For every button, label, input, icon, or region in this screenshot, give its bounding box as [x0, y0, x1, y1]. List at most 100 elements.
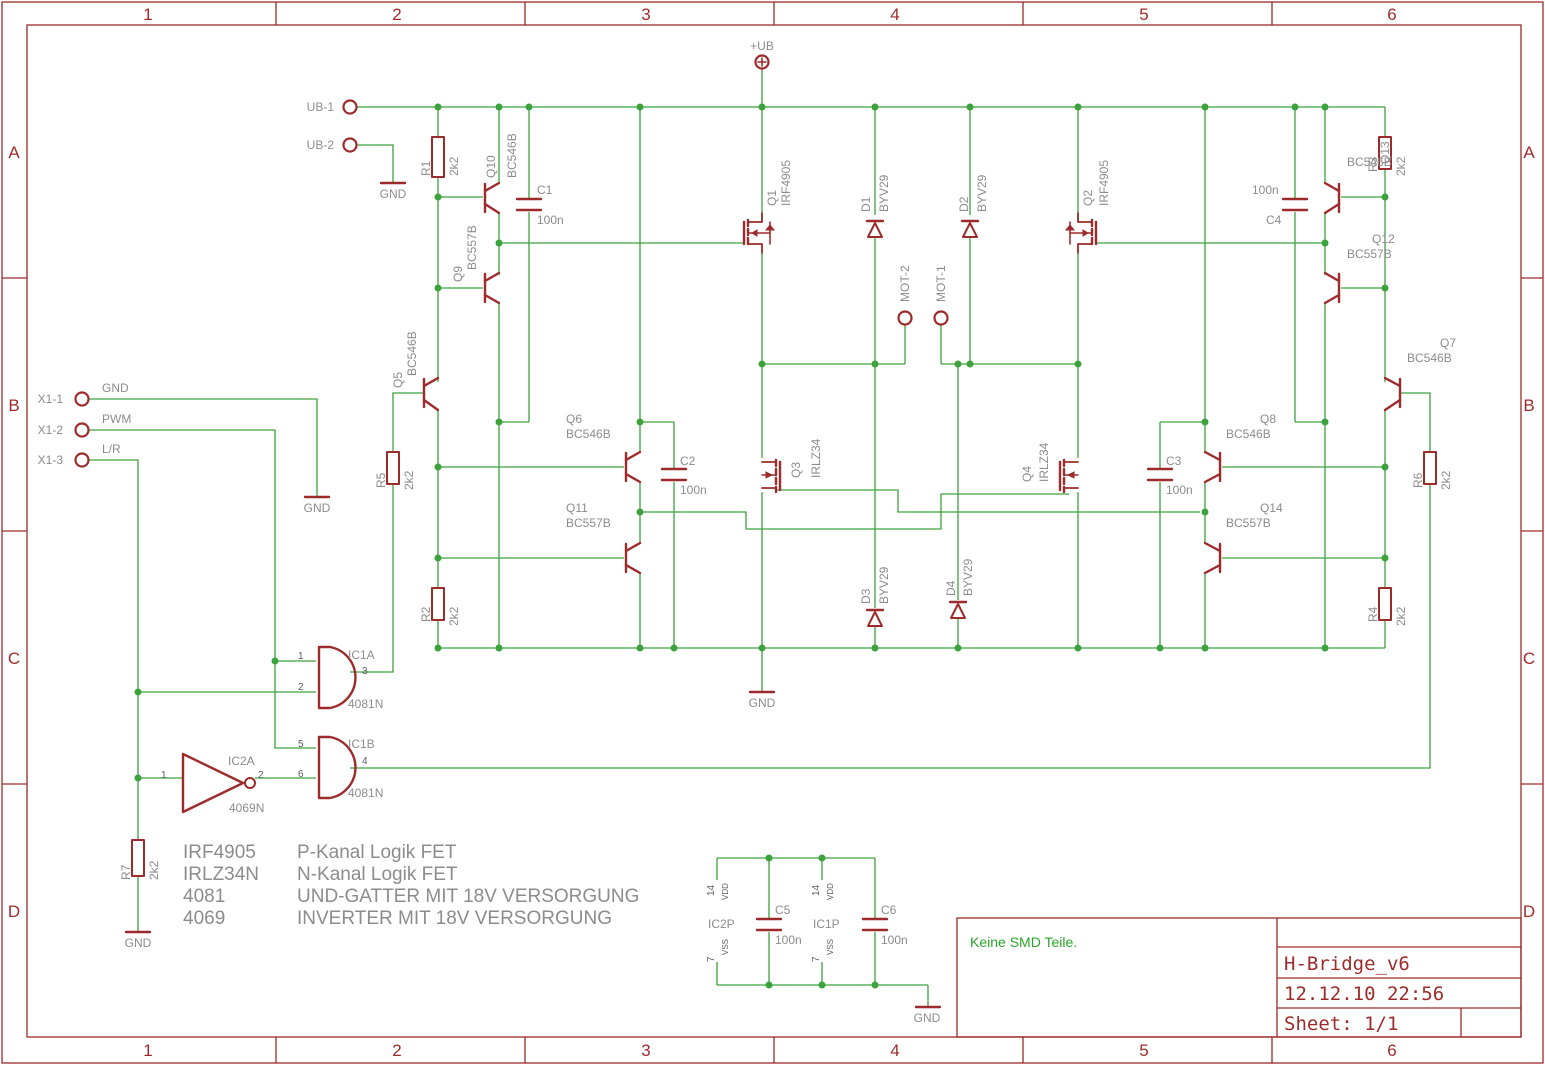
legend-desc: N-Kanal Logik FET [297, 864, 458, 885]
transistor-q11: Q11 BC557B [566, 501, 642, 575]
pin-number: 2 [298, 682, 304, 693]
x11-label: X1-1 [38, 392, 64, 406]
q1-label: Q1 [765, 190, 779, 206]
d2-label: D2 [957, 196, 971, 212]
q2-type: IRF4905 [1097, 160, 1111, 206]
q11-type: BC557B [566, 516, 611, 530]
legend-part: 4069 [183, 908, 225, 929]
q6-type: BC546B [566, 427, 611, 441]
vdd-label: VDD [826, 883, 835, 900]
row-label: C [8, 649, 20, 668]
title-name: H-Bridge_v6 [1284, 953, 1410, 975]
col-label: 4 [890, 1041, 899, 1060]
transistor-q13: Q13 BC546B [1323, 141, 1392, 215]
col-label: 5 [1139, 1041, 1148, 1060]
row-label: C [1523, 649, 1535, 668]
gnd-label: GND [380, 187, 407, 201]
power-ic2p: 14 VDD IC2P VSS 7 [706, 883, 735, 962]
connector-ub2: UB-2 [307, 137, 358, 153]
q9-type: BC557B [465, 225, 479, 270]
c6-value: 100n [881, 933, 908, 947]
q6-label: Q6 [566, 412, 582, 426]
legend-part: 4081 [183, 886, 225, 907]
inverter-ic2a: IC2A 4069N 1 2 [161, 752, 264, 815]
ic1b-type: 4081N [348, 786, 383, 800]
q14-label: Q14 [1260, 501, 1283, 515]
r5-value: 2k2 [402, 470, 416, 490]
col-label: 4 [890, 5, 899, 24]
mot1-label: MOT-1 [934, 265, 948, 302]
capacitor-c2: C2 100n [660, 454, 707, 497]
ic1p-label: IC1P [813, 917, 840, 931]
legend-desc: UND-GATTER MIT 18V VERSORGUNG [297, 886, 639, 907]
title-block: Keine SMD Teile. H-Bridge_v6 12.12.10 22… [956, 917, 1522, 1038]
pin-number: 14 [811, 884, 822, 896]
net-lr-label: L/R [102, 442, 121, 456]
capacitor-c1: C1 100n [515, 183, 564, 227]
vss-label: VSS [826, 939, 835, 955]
q4-label: Q4 [1020, 466, 1034, 482]
capacitor-c5: C5 100n [755, 903, 802, 947]
pin-number: 5 [298, 739, 304, 750]
r4-value: 2k2 [1394, 606, 1408, 626]
resistor-r1: R1 2k2 [419, 136, 461, 178]
pin-number: 1 [161, 770, 167, 781]
r7-label: R7 [119, 864, 133, 880]
connector-mot: MOT-2 MOT-1 [897, 265, 949, 326]
r7-value: 2k2 [147, 860, 161, 880]
junctions [134, 103, 1389, 989]
c5-label: C5 [775, 903, 791, 917]
q10-type: BC546B [505, 133, 519, 178]
transistor-q6: Q6 BC546B [566, 412, 642, 484]
gnd-label: GND [304, 501, 331, 515]
q5-label: Q5 [391, 372, 405, 388]
ub1-label: UB-1 [307, 100, 335, 114]
d4-label: D4 [944, 580, 958, 596]
q2-label: Q2 [1081, 190, 1095, 206]
col-label: 6 [1387, 5, 1396, 24]
row-label: D [1523, 902, 1535, 921]
c4-value: 100n [1252, 183, 1279, 197]
r1-value: 2k2 [447, 156, 461, 176]
connector-ub: +UB [750, 39, 774, 70]
gnd-label: GND [914, 1011, 941, 1025]
nets [89, 68, 1431, 1007]
ic1b-label: IC1B [348, 737, 375, 751]
c1-label: C1 [537, 183, 553, 197]
capacitor-c4: 100n C4 [1252, 183, 1309, 227]
resistor-r5: R5 2k2 [374, 451, 416, 490]
legend-part: IRLZ34N [183, 864, 259, 885]
and-gate-ic1a: IC1A 4081N 1 2 3 [298, 645, 383, 711]
q12-type: BC557B [1347, 247, 1392, 261]
resistor-r3: R3 2k2 [1366, 136, 1408, 176]
ic1a-type: 4081N [348, 697, 383, 711]
q7-type: BC546B [1407, 351, 1452, 365]
mot2-label: MOT-2 [898, 265, 912, 302]
x12-label: X1-2 [38, 423, 64, 437]
r2-label: R2 [419, 606, 433, 622]
c3-value: 100n [1166, 483, 1193, 497]
ub2-label: UB-2 [307, 138, 335, 152]
c2-value: 100n [680, 483, 707, 497]
diode-d3: D3 BYV29 [859, 566, 891, 627]
d4-type: BYV29 [961, 558, 975, 596]
q10-label: Q10 [484, 155, 498, 178]
d1-type: BYV29 [877, 174, 891, 212]
transistor-q10: Q10 BC546B [483, 133, 519, 215]
connector-x1: X1-1 X1-2 X1-3 GND PWM L/R [38, 381, 131, 468]
c6-label: C6 [881, 903, 897, 917]
connector-ub1: UB-1 [307, 99, 358, 115]
r3-value: 2k2 [1394, 156, 1408, 176]
gnd-label: GND [749, 696, 776, 710]
gnd-label: GND [125, 936, 152, 950]
pin-number: 3 [362, 666, 368, 677]
note-text: Keine SMD Teile. [970, 934, 1077, 950]
diode-d2: D2 BYV29 [957, 174, 989, 238]
resistor-r6: R6 2k2 [1411, 451, 1453, 490]
r3-label: R3 [1366, 156, 1380, 172]
row-label: A [8, 143, 20, 162]
q1-type: IRF4905 [779, 160, 793, 206]
pin-number: 6 [298, 769, 304, 780]
